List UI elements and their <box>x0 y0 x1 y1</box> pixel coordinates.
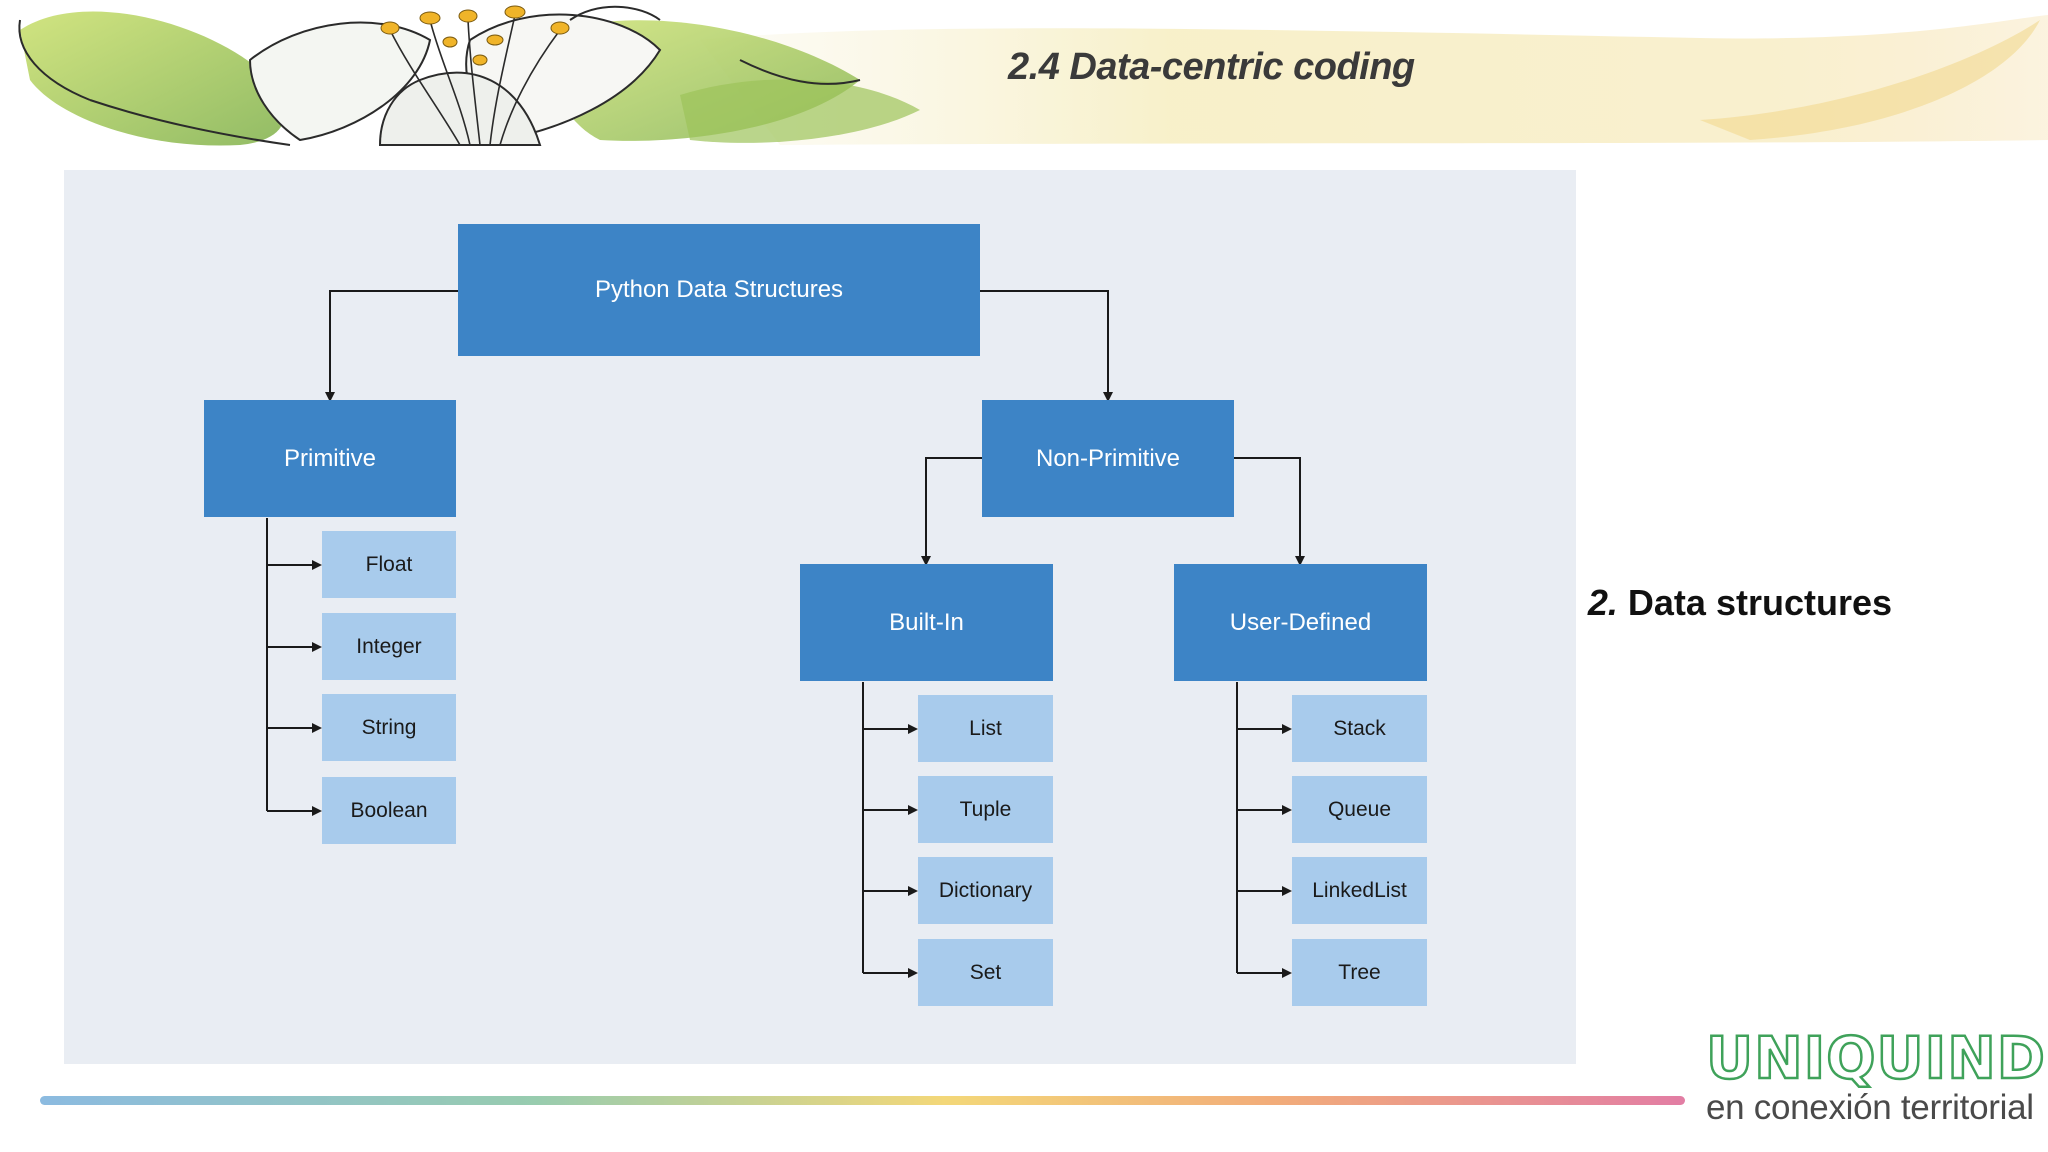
edge-root-primitive <box>325 290 458 402</box>
leaf-left <box>20 11 285 146</box>
petal-1 <box>248 21 432 142</box>
edge-nonprimitive-userdefined <box>1234 457 1305 566</box>
university-logo: UNIQUINDÍO en conexión territorial <box>1705 1024 2048 1128</box>
node-tuple: Tuple <box>918 776 1053 843</box>
edge-nonprimitive-builtin <box>921 457 982 566</box>
banner-wash <box>700 15 2048 145</box>
node-primitive: Primitive <box>204 400 456 517</box>
node-stack: Stack <box>1292 695 1427 762</box>
node-built-in: Built-In <box>800 564 1053 681</box>
connector-lines <box>266 290 1305 978</box>
header-banner <box>18 5 2048 146</box>
node-non-primitive: Non-Primitive <box>982 400 1234 517</box>
slide-title: 2.4 Data-centric coding <box>1008 46 1415 88</box>
node-string: String <box>322 694 456 761</box>
node-float: Float <box>322 531 456 598</box>
logo-name: UNIQUINDÍO <box>1705 1024 2048 1092</box>
node-user-defined: User-Defined <box>1174 564 1427 681</box>
section-text: Data structures <box>1627 582 1892 623</box>
section-number: 2. <box>1587 582 1618 623</box>
footer-gradient-rule <box>40 1096 1685 1105</box>
node-root: Python Data Structures <box>458 224 980 356</box>
node-dictionary: Dictionary <box>918 857 1053 924</box>
node-tree: Tree <box>1292 939 1427 1006</box>
sketch-lines <box>18 5 861 146</box>
node-list: List <box>918 695 1053 762</box>
leaf-bottom <box>680 79 920 143</box>
node-queue: Queue <box>1292 776 1427 843</box>
node-linkedlist: LinkedList <box>1292 857 1427 924</box>
stamens <box>389 14 561 146</box>
node-integer: Integer <box>322 613 456 680</box>
section-label: 2. Data structures <box>1532 580 1892 625</box>
pollen <box>380 5 570 66</box>
node-set: Set <box>918 939 1053 1006</box>
banner-swoosh <box>1700 20 2040 140</box>
node-boolean: Boolean <box>322 777 456 844</box>
edge-root-nonprimitive <box>980 290 1113 402</box>
logo-tagline: en conexión territorial <box>1706 1088 2034 1127</box>
diagram-panel: Python Data Structures Primitive Non-Pri… <box>64 170 1576 1064</box>
